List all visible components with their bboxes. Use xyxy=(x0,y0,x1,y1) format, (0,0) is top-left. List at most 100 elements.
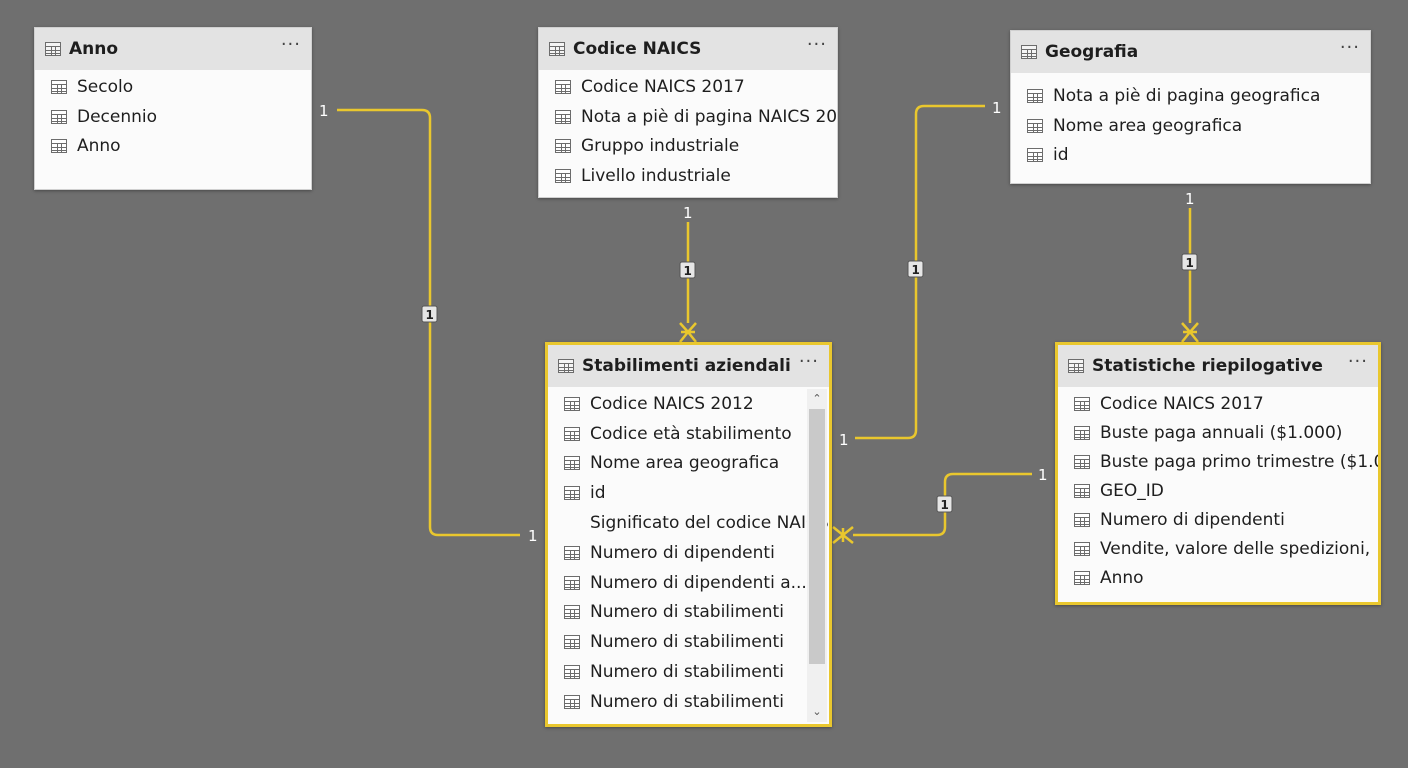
field-item[interactable]: Nota a piè di pagina geografica xyxy=(1011,81,1370,111)
field-label: Numero di dipendenti xyxy=(1100,509,1285,530)
scroll-down-icon[interactable]: ⌄ xyxy=(812,705,822,718)
svg-text:1: 1 xyxy=(426,308,434,322)
table-card-statistiche-riepilogative[interactable]: Statistiche riepilogative ··· Codice NAI… xyxy=(1055,342,1381,605)
field-item[interactable]: Numero di stabilimenti xyxy=(548,627,829,657)
field-item[interactable]: Numero di stabilimenti xyxy=(548,598,829,628)
table-icon xyxy=(558,359,574,373)
table-header[interactable]: Codice NAICS ··· xyxy=(539,28,837,70)
column-icon xyxy=(564,426,580,441)
field-item[interactable]: Decennio xyxy=(35,102,311,132)
column-icon xyxy=(1074,483,1090,498)
field-item[interactable]: Gruppo industriale xyxy=(539,132,837,162)
field-label: Anno xyxy=(1100,567,1144,588)
relationship-badge[interactable]: 1 xyxy=(936,495,953,513)
table-card-geografia[interactable]: Geografia ··· Nota a piè di pagina geogr… xyxy=(1010,30,1371,184)
field-item[interactable]: Numero di dipendenti xyxy=(1058,505,1378,534)
field-label: Secolo xyxy=(77,76,134,97)
field-item[interactable]: Codice NAICS 2017 xyxy=(1058,389,1378,418)
relationship-badge[interactable]: 1 xyxy=(679,261,696,279)
more-options-icon[interactable]: ··· xyxy=(1347,351,1368,372)
table-card-codice-naics[interactable]: Codice NAICS ··· Codice NAICS 2017 Nota … xyxy=(538,27,838,198)
column-icon xyxy=(1074,512,1090,527)
field-label: Nota a piè di pagina NAICS 2017 xyxy=(581,106,837,127)
field-item[interactable]: Codice NAICS 2017 xyxy=(539,72,837,102)
field-item[interactable]: Numero di dipendenti xyxy=(548,538,829,568)
field-item[interactable]: Nome area geografica xyxy=(1011,111,1370,141)
cardinality-label: 1 xyxy=(528,527,538,545)
relationship-badge[interactable]: 1 xyxy=(907,260,924,278)
table-icon xyxy=(549,42,565,56)
field-item[interactable]: Vendite, valore delle spedizioni, xyxy=(1058,534,1378,563)
field-item[interactable]: Numero di dipendenti a... xyxy=(548,568,829,598)
more-options-icon[interactable]: ··· xyxy=(798,351,819,372)
column-icon xyxy=(564,694,580,709)
field-item[interactable]: Numero di stabilimenti xyxy=(548,657,829,687)
field-item[interactable]: Numero di stabilimenti xyxy=(548,687,829,717)
field-list: Codice NAICS 2017 Nota a piè di pagina N… xyxy=(539,70,837,191)
svg-text:1: 1 xyxy=(941,498,949,512)
field-item[interactable]: id xyxy=(1011,141,1370,171)
field-item[interactable]: Anno xyxy=(35,132,311,162)
field-label: Decennio xyxy=(77,106,158,127)
more-options-icon[interactable]: ··· xyxy=(280,34,301,55)
field-list: Codice NAICS 2017 Buste paga annuali ($1… xyxy=(1058,387,1378,592)
cardinality-label: 1 xyxy=(839,431,849,449)
column-icon xyxy=(1027,88,1043,103)
field-label: Nome area geografica xyxy=(1053,115,1243,136)
table-card-anno[interactable]: Anno ··· Secolo Decennio Anno xyxy=(34,27,312,190)
column-icon xyxy=(564,396,580,411)
field-item[interactable]: Secolo xyxy=(35,72,311,102)
field-item[interactable]: id xyxy=(548,478,829,508)
field-item[interactable]: Buste paga primo trimestre ($1.00... xyxy=(1058,447,1378,476)
table-header[interactable]: Anno ··· xyxy=(35,28,311,70)
column-icon xyxy=(555,109,571,124)
field-label: Vendite, valore delle spedizioni, xyxy=(1100,538,1371,559)
table-card-stabilimenti-aziendali[interactable]: Stabilimenti aziendali ··· Codice NAICS … xyxy=(545,342,832,727)
table-title: Statistiche riepilogative xyxy=(1092,356,1323,376)
relationship-badge[interactable]: 1 xyxy=(421,305,438,323)
scrollbar-thumb[interactable] xyxy=(809,409,825,664)
field-label: Codice NAICS 2012 xyxy=(590,393,754,414)
table-title: Geografia xyxy=(1045,42,1139,62)
field-item[interactable]: Livello industriale xyxy=(539,161,837,191)
column-icon xyxy=(51,109,67,124)
many-end-naics xyxy=(679,322,697,343)
column-icon xyxy=(1074,396,1090,411)
table-header[interactable]: Geografia ··· xyxy=(1011,31,1370,73)
many-end-geo-stat xyxy=(1181,322,1199,343)
cardinality-label: 1 xyxy=(683,204,693,222)
field-item[interactable]: GEO_ID xyxy=(1058,476,1378,505)
field-label: Codice età stabilimento xyxy=(590,423,792,444)
field-list: Secolo Decennio Anno xyxy=(35,70,311,161)
table-title: Codice NAICS xyxy=(573,39,702,59)
more-options-icon[interactable]: ··· xyxy=(1339,37,1360,58)
field-item[interactable]: Codice età stabilimento xyxy=(548,419,829,449)
more-options-icon[interactable]: ··· xyxy=(806,34,827,55)
field-label: Numero di dipendenti xyxy=(590,542,775,563)
table-icon xyxy=(1021,45,1037,59)
column-icon xyxy=(555,79,571,94)
column-icon xyxy=(564,575,580,590)
table-header[interactable]: Stabilimenti aziendali ··· xyxy=(548,345,829,387)
field-item[interactable]: Nome area geografica xyxy=(548,449,829,479)
field-label: Gruppo industriale xyxy=(581,136,740,157)
field-label: Codice NAICS 2017 xyxy=(1100,393,1264,414)
field-item[interactable]: Codice NAICS 2012 xyxy=(548,389,829,419)
field-item[interactable]: Anno xyxy=(1058,563,1378,592)
field-label: Buste paga annuali ($1.000) xyxy=(1100,422,1343,443)
scroll-up-icon[interactable]: ⌃ xyxy=(812,392,822,405)
column-icon xyxy=(564,665,580,680)
column-icon xyxy=(51,79,67,94)
field-item[interactable]: Significato del codice NAICS xyxy=(548,508,829,538)
cardinality-label: 1 xyxy=(1038,466,1048,484)
field-item[interactable]: Nota a piè di pagina NAICS 2017 xyxy=(539,102,837,132)
field-label: id xyxy=(590,483,606,504)
field-item[interactable]: Buste paga annuali ($1.000) xyxy=(1058,418,1378,447)
vertical-scrollbar[interactable]: ⌃ ⌄ xyxy=(807,389,827,722)
table-icon xyxy=(1068,359,1084,373)
column-icon xyxy=(564,486,580,501)
cardinality-label: 1 xyxy=(992,99,1002,117)
table-header[interactable]: Statistiche riepilogative ··· xyxy=(1058,345,1378,387)
relationship-badge[interactable]: 1 xyxy=(1181,253,1198,271)
